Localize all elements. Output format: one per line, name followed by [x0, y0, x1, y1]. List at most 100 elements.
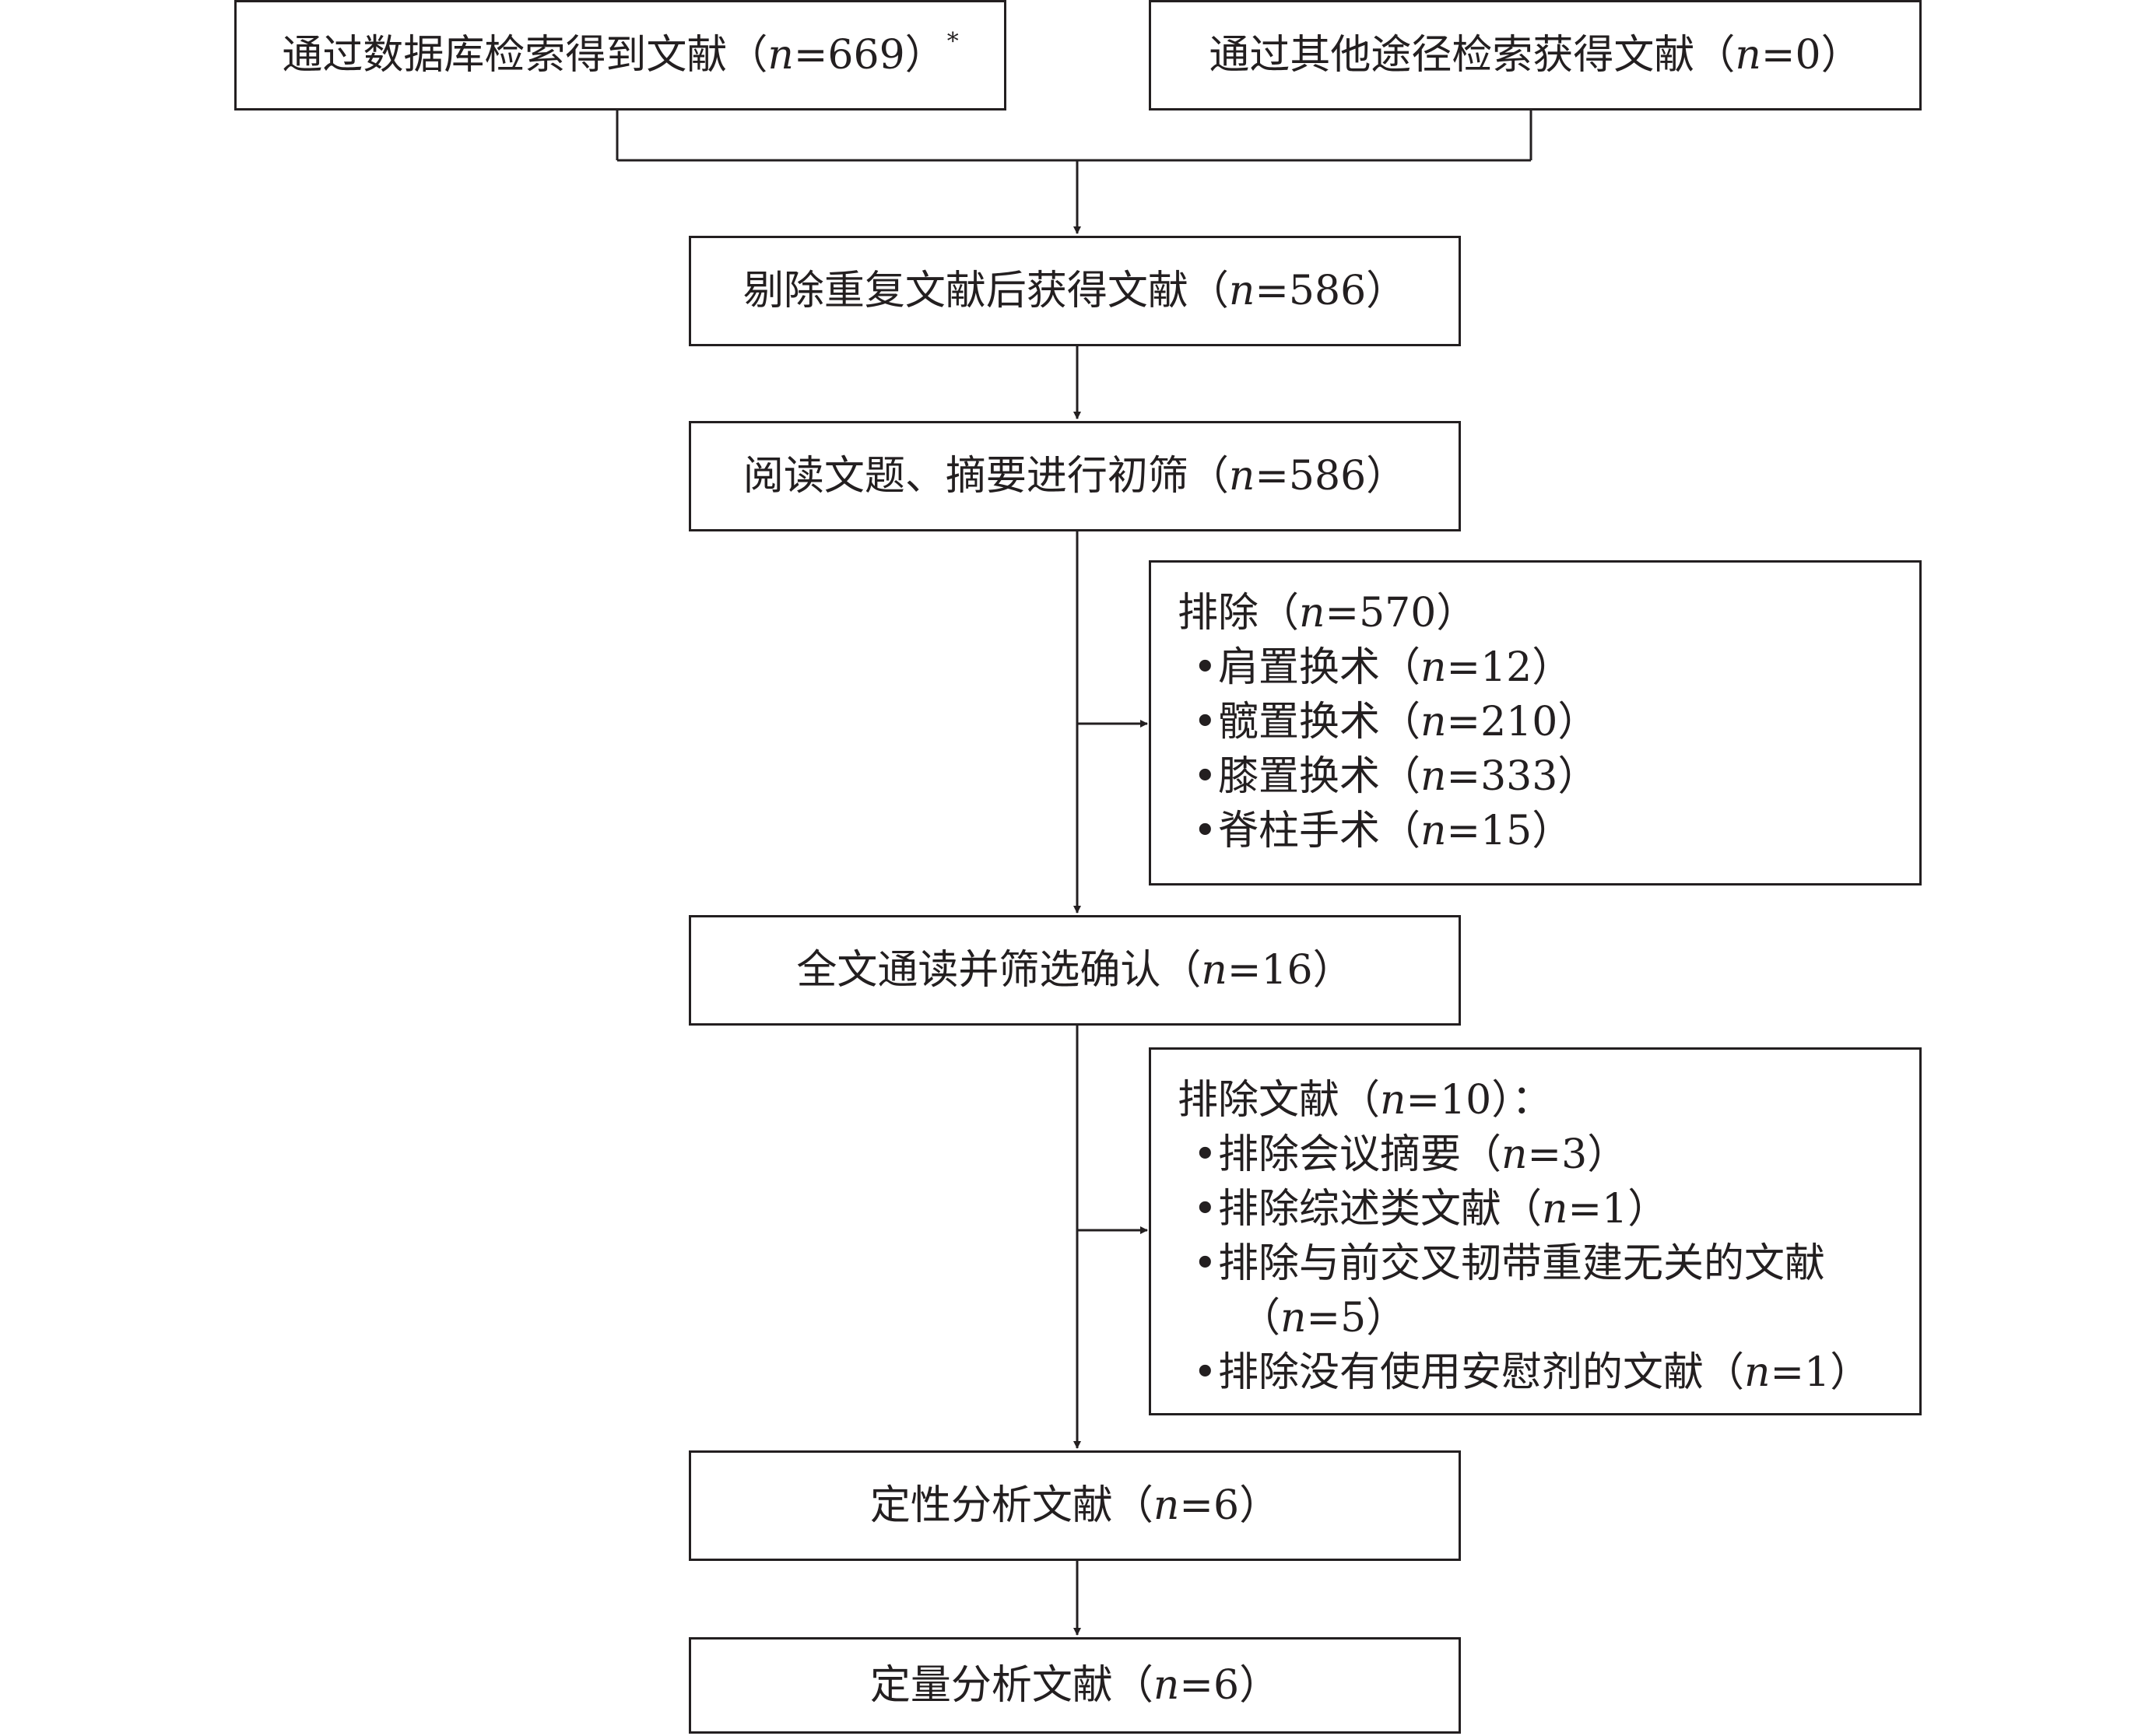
- close-paren: ）: [1532, 808, 1573, 854]
- exclusion-box-2: 排除文献（n=10）： •排除会议摘要（n=3） •排除综述类文献（n=1） •…: [1149, 1047, 1922, 1415]
- quantitative-count: 6: [1213, 1662, 1240, 1709]
- qualitative-box: 定性分析文献（n=6）: [689, 1450, 1461, 1561]
- close-paren: ）: [1627, 1186, 1669, 1233]
- item-label: 排除没有使用安慰剂的文献（: [1218, 1349, 1745, 1396]
- bullet: •: [1193, 1240, 1217, 1287]
- dedup-label: 剔除重复文献后获得文献（: [742, 268, 1229, 314]
- bullet: •: [1193, 1349, 1217, 1396]
- bullet: •: [1193, 753, 1217, 800]
- item-label: 排除综述类文献（: [1218, 1186, 1543, 1233]
- qualitative-text: 定性分析文献（n=6）: [870, 1485, 1280, 1526]
- eq-symbol: =: [1446, 699, 1481, 745]
- close-paren: ）: [1436, 590, 1477, 637]
- item-count: 210: [1480, 699, 1558, 745]
- db-search-text: 通过数据库检索得到文献（n=669）*: [282, 30, 958, 76]
- eq-symbol: =: [1761, 32, 1796, 79]
- screen-count: 586: [1288, 453, 1367, 500]
- dedup-text: 剔除重复文献后获得文献（n=586）: [743, 271, 1406, 311]
- bullet: •: [1193, 808, 1217, 854]
- n-symbol: n: [1228, 453, 1255, 500]
- exclusion-1-label: 排除（: [1178, 590, 1300, 637]
- eq-symbol: =: [1406, 1077, 1441, 1124]
- eq-symbol: =: [1255, 268, 1289, 314]
- exclusion-2-item: •排除与前交叉韧带重建无关的文献: [1178, 1236, 1919, 1291]
- bullet: •: [1193, 1131, 1217, 1178]
- fulltext-count: 16: [1261, 947, 1313, 994]
- eq-symbol: =: [1255, 453, 1289, 500]
- item-count: 5: [1340, 1295, 1367, 1341]
- exclusion-2-header: 排除文献（n=10）：: [1178, 1073, 1919, 1128]
- asterisk-note: *: [946, 28, 959, 55]
- close-paren: ）: [1820, 32, 1862, 79]
- close-paren: ）: [1239, 1662, 1280, 1709]
- close-paren: ）: [1366, 1295, 1407, 1341]
- n-symbol: n: [1542, 1186, 1568, 1233]
- item-count: 1: [1804, 1349, 1831, 1396]
- close-paren: ）: [904, 32, 946, 79]
- eq-symbol: =: [1179, 1662, 1213, 1709]
- other-search-text: 通过其他途径检索获得文献（n=0）: [1209, 35, 1861, 75]
- db-search-box: 通过数据库检索得到文献（n=669）*: [234, 0, 1006, 110]
- quantitative-text: 定量分析文献（n=6）: [870, 1665, 1280, 1706]
- exclusion-1-item: •膝置换术（n=333）: [1178, 749, 1919, 804]
- n-symbol: n: [1280, 1295, 1307, 1341]
- exclusion-1-item: •肩置换术（n=12）: [1178, 640, 1919, 695]
- exclusion-2-item-continuation: （n=5）: [1178, 1291, 1919, 1345]
- qualitative-count: 6: [1213, 1482, 1240, 1529]
- bullet: •: [1193, 644, 1217, 691]
- exclusion-1-item: •髋置换术（n=210）: [1178, 695, 1919, 749]
- eq-symbol: =: [1446, 644, 1481, 691]
- fulltext-label: 全文通读并筛选确认（: [796, 947, 1202, 994]
- close-paren: ）: [1532, 644, 1573, 691]
- quantitative-box: 定量分析文献（n=6）: [689, 1637, 1461, 1734]
- item-label: 肩置换术（: [1218, 644, 1421, 691]
- open-paren: （: [1240, 1295, 1281, 1341]
- item-count: 1: [1602, 1186, 1628, 1233]
- other-search-box: 通过其他途径检索获得文献（n=0）: [1149, 0, 1922, 110]
- exclusion-1-count: 570: [1359, 590, 1437, 637]
- exclusion-2-item: •排除综述类文献（n=1）: [1178, 1182, 1919, 1236]
- exclusion-1-item: •脊柱手术（n=15）: [1178, 804, 1919, 858]
- item-count: 333: [1480, 753, 1558, 800]
- n-symbol: n: [1420, 808, 1447, 854]
- n-symbol: n: [1299, 590, 1325, 637]
- fulltext-text: 全文通读并筛选确认（n=16）: [796, 950, 1353, 991]
- close-paren: ）: [1557, 753, 1599, 800]
- item-label: 脊柱手术（: [1218, 808, 1421, 854]
- exclusion-2-count: 10: [1440, 1077, 1492, 1124]
- n-symbol: n: [767, 32, 794, 79]
- eq-symbol: =: [1325, 590, 1360, 637]
- eq-symbol: =: [1568, 1186, 1603, 1233]
- eq-symbol: =: [793, 32, 828, 79]
- exclusion-2-item: •排除没有使用安慰剂的文献（n=1）: [1178, 1345, 1919, 1400]
- bullet: •: [1193, 699, 1217, 745]
- n-symbol: n: [1153, 1662, 1180, 1709]
- n-symbol: n: [1501, 1131, 1528, 1178]
- close-paren: ）: [1557, 699, 1599, 745]
- n-symbol: n: [1153, 1482, 1180, 1529]
- eq-symbol: =: [1227, 947, 1262, 994]
- close-paren: ）：: [1491, 1077, 1553, 1124]
- eq-symbol: =: [1446, 808, 1481, 854]
- exclusion-2-label: 排除文献（: [1178, 1077, 1381, 1124]
- eq-symbol: =: [1527, 1131, 1562, 1178]
- close-paren: ）: [1239, 1482, 1280, 1529]
- screen-box: 阅读文题、摘要进行初筛（n=586）: [689, 421, 1461, 531]
- exclusion-1-header: 排除（n=570）: [1178, 586, 1919, 640]
- screen-text: 阅读文题、摘要进行初筛（n=586）: [743, 456, 1406, 496]
- fulltext-box: 全文通读并筛选确认（n=16）: [689, 915, 1461, 1026]
- db-search-count: 669: [827, 32, 905, 79]
- n-symbol: n: [1228, 268, 1255, 314]
- eq-symbol: =: [1179, 1482, 1213, 1529]
- dedup-count: 586: [1288, 268, 1367, 314]
- item-count: 12: [1480, 644, 1532, 691]
- n-symbol: n: [1744, 1349, 1771, 1396]
- n-symbol: n: [1420, 644, 1447, 691]
- n-symbol: n: [1201, 947, 1227, 994]
- exclusion-box-1: 排除（n=570） •肩置换术（n=12） •髋置换术（n=210） •膝置换术…: [1149, 560, 1922, 886]
- exclusion-2-item: •排除会议摘要（n=3）: [1178, 1128, 1919, 1182]
- n-symbol: n: [1735, 32, 1761, 79]
- item-label: 髋置换术（: [1218, 699, 1421, 745]
- dedup-box: 剔除重复文献后获得文献（n=586）: [689, 236, 1461, 346]
